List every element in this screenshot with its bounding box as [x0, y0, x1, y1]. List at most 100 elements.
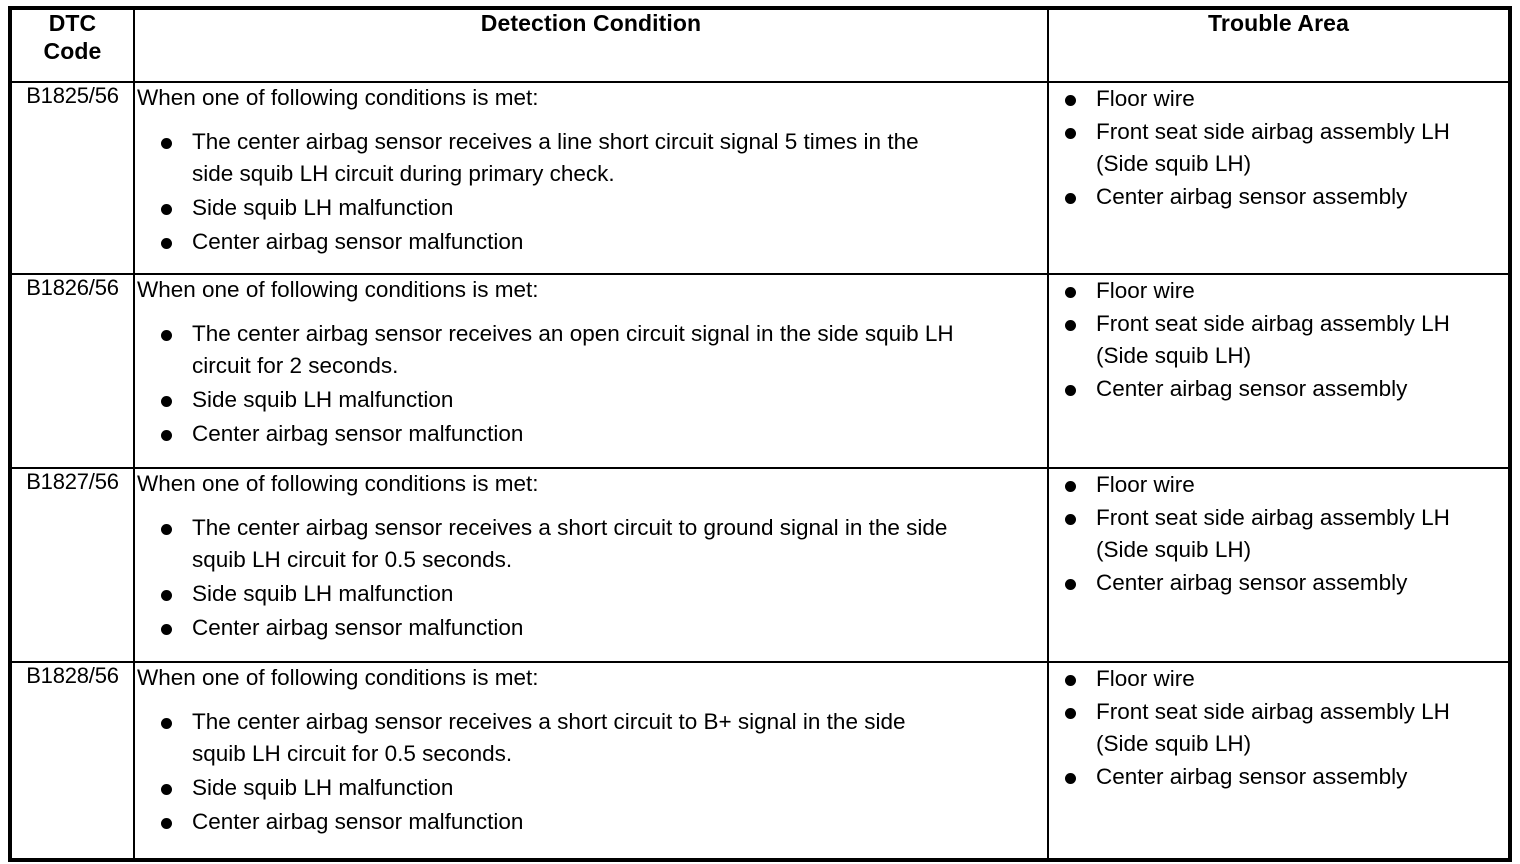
- header-row: DTC Code Detection Condition Trouble Are…: [9, 7, 1511, 83]
- page-sheet: DTC Code Detection Condition Trouble Are…: [0, 6, 1520, 864]
- trouble-area-bullet-item: Floor wire: [1063, 469, 1508, 501]
- detection-condition-cell: When one of following conditions is met:…: [133, 81, 1049, 275]
- bullet-text-line2: (Side squib LH): [1096, 342, 1252, 368]
- bullet-dot-icon: [161, 395, 172, 407]
- dtc-table: DTC Code Detection Condition Trouble Are…: [8, 6, 1512, 862]
- trouble-area-bullet-item: Center airbag sensor assembly: [1063, 373, 1508, 405]
- bullet-dot-icon: [161, 783, 172, 795]
- table-header: DTC Code Detection Condition Trouble Are…: [9, 7, 1511, 83]
- bullet-dot-icon: [161, 817, 172, 829]
- bullet-dot-icon: [1065, 319, 1076, 331]
- detection-condition-cell: When one of following conditions is met:…: [133, 273, 1049, 469]
- header-trouble-area: Trouble Area: [1047, 7, 1511, 83]
- bullet-text-line1: Front seat side airbag assembly LH: [1096, 504, 1450, 530]
- bullet-text-line1: The center airbag sensor receives a shor…: [192, 515, 948, 541]
- bullet-dot-icon: [161, 137, 172, 149]
- bullet-dot-icon: [161, 589, 172, 601]
- bullet-dot-icon: [161, 237, 172, 249]
- condition-bullet-item: Side squib LH malfunction: [159, 578, 1047, 610]
- condition-bullet-item: The center airbag sensor receives a line…: [159, 126, 1047, 190]
- bullet-text-line1: Center airbag sensor malfunction: [192, 421, 524, 447]
- bullet-text-line2: (Side squib LH): [1096, 730, 1252, 756]
- bullet-text: Side squib LH malfunction: [192, 772, 1047, 804]
- bullet-text: Floor wire: [1096, 469, 1508, 501]
- bullet-text: Floor wire: [1096, 275, 1508, 307]
- bullet-text-line1: Front seat side airbag assembly LH: [1096, 310, 1450, 336]
- bullet-text-line1: Floor wire: [1096, 86, 1195, 111]
- condition-intro-text: When one of following conditions is met:: [137, 665, 539, 690]
- detection-condition-cell: When one of following conditions is met:…: [133, 661, 1049, 861]
- bullet-text: Front seat side airbag assembly LH(Side …: [1096, 696, 1508, 760]
- bullet-text-line1: Side squib LH malfunction: [192, 775, 454, 801]
- bullet-text: Side squib LH malfunction: [192, 578, 1047, 610]
- bullet-dot-icon: [1065, 578, 1076, 590]
- bullet-text-line2: squib LH circuit for 0.5 seconds.: [192, 547, 513, 573]
- dtc-code-cell: B1828/56: [9, 661, 135, 861]
- bullet-text-line1: Center airbag sensor malfunction: [192, 809, 524, 835]
- bullet-text-line2: squib LH circuit for 0.5 seconds.: [192, 741, 513, 767]
- condition-bullet-list: The center airbag sensor receives a shor…: [159, 512, 1047, 644]
- header-dtc-code: DTC Code: [9, 7, 135, 83]
- bullet-text: The center airbag sensor receives a shor…: [192, 512, 1047, 576]
- bullet-text-line1: The center airbag sensor receives a shor…: [192, 709, 906, 735]
- bullet-text-line1: Floor wire: [1096, 666, 1195, 691]
- bullet-text-line1: Center airbag sensor malfunction: [192, 229, 524, 255]
- condition-bullet-item: Center airbag sensor malfunction: [159, 806, 1047, 838]
- detection-condition-cell: When one of following conditions is met:…: [133, 467, 1049, 663]
- bullet-text: Side squib LH malfunction: [192, 384, 1047, 416]
- trouble-area-bullet-item: Front seat side airbag assembly LH (Side …: [1063, 502, 1508, 566]
- bullet-text: Center airbag sensor assembly: [1096, 181, 1508, 213]
- bullet-text: Center airbag sensor malfunction: [192, 612, 1047, 644]
- bullet-text: The center airbag sensor receives an ope…: [192, 318, 1047, 382]
- trouble-area-bullet-item: Center airbag sensor assembly: [1063, 761, 1508, 793]
- bullet-dot-icon: [161, 329, 172, 341]
- trouble-area-bullet-item: Floor wire: [1063, 83, 1508, 115]
- condition-bullet-item: Side squib LH malfunction: [159, 772, 1047, 804]
- bullet-text-line2: (Side squib LH): [1096, 150, 1252, 176]
- condition-bullet-item: Center airbag sensor malfunction: [159, 226, 1047, 258]
- bullet-text-line1: The center airbag sensor receives a line…: [192, 129, 919, 155]
- condition-bullet-item: The center airbag sensor receives a shor…: [159, 706, 1047, 770]
- condition-bullet-item: Side squib LH malfunction: [159, 192, 1047, 224]
- bullet-text: Front seat side airbag assembly LH (Side …: [1096, 308, 1508, 372]
- trouble-area-bullet-item: Floor wire: [1063, 275, 1508, 307]
- bullet-dot-icon: [1065, 513, 1076, 525]
- bullet-text-line1: Side squib LH malfunction: [192, 195, 454, 221]
- bullet-text-line2: (Side squib LH): [1096, 536, 1252, 562]
- bullet-dot-icon: [161, 523, 172, 535]
- bullet-text: Center airbag sensor malfunction: [192, 226, 1047, 258]
- trouble-area-bullet-item: Front seat side airbag assembly LH (Side …: [1063, 308, 1508, 372]
- bullet-text-line2: side squib LH circuit during primary che…: [192, 161, 615, 187]
- bullet-text: The center airbag sensor receives a shor…: [192, 706, 1047, 770]
- bullet-dot-icon: [1065, 384, 1076, 396]
- bullet-text-line1: Center airbag sensor assembly: [1096, 763, 1408, 789]
- bullet-text-line1: Center airbag sensor assembly: [1096, 375, 1408, 401]
- header-detection-condition: Detection Condition: [133, 7, 1049, 83]
- bullet-text: Floor wire: [1096, 83, 1508, 115]
- bullet-text: Center airbag sensor assembly: [1096, 567, 1508, 599]
- bullet-text-line1: Floor wire: [1096, 278, 1195, 303]
- trouble-area-bullet-item: Center airbag sensor assembly: [1063, 181, 1508, 213]
- bullet-text-line1: Center airbag sensor assembly: [1096, 183, 1408, 209]
- bullet-text: Front seat side airbag assembly LH(Side …: [1096, 116, 1508, 180]
- dtc-code-cell: B1825/56: [9, 81, 135, 275]
- bullet-text-line1: Center airbag sensor assembly: [1096, 569, 1408, 595]
- trouble-area-bullet-item: Center airbag sensor assembly: [1063, 567, 1508, 599]
- bullet-text: Center airbag sensor assembly: [1096, 373, 1508, 405]
- bullet-text-line1: Side squib LH malfunction: [192, 387, 454, 413]
- bullet-text: Center airbag sensor malfunction: [192, 418, 1047, 450]
- bullet-text-line2: circuit for 2 seconds.: [192, 353, 399, 379]
- bullet-dot-icon: [161, 623, 172, 635]
- condition-bullet-list: The center airbag sensor receives an ope…: [159, 318, 1047, 450]
- trouble-area-bullet-item: Front seat side airbag assembly LH(Side …: [1063, 696, 1508, 760]
- bullet-dot-icon: [1065, 192, 1076, 204]
- bullet-text-line1: Side squib LH malfunction: [192, 581, 454, 607]
- trouble-area-bullet-item: Front seat side airbag assembly LH(Side …: [1063, 116, 1508, 180]
- bullet-text: The center airbag sensor receives a line…: [192, 126, 1047, 190]
